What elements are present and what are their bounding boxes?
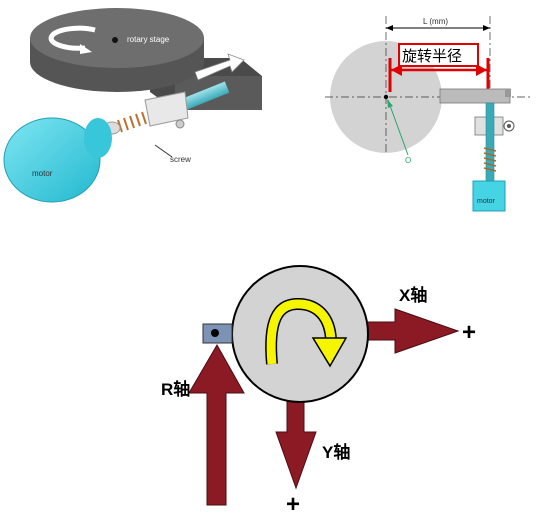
radius-schematic: L (mm) 旋转半径 O motor bbox=[325, 16, 530, 212]
screw-label: screw bbox=[170, 155, 191, 164]
center-dot bbox=[383, 94, 389, 100]
rotation-arrow-yellow-icon bbox=[266, 299, 336, 365]
origin-label: O bbox=[405, 156, 411, 165]
x-axis-label: X轴 bbox=[399, 285, 427, 305]
schematic-motor bbox=[472, 180, 506, 212]
motor-label: motor bbox=[32, 169, 53, 178]
dimension-label: L (mm) bbox=[423, 17, 448, 26]
radius-label: 旋转半径 bbox=[402, 47, 462, 65]
y-axis-arrow bbox=[275, 389, 317, 490]
y-axis-plus: + bbox=[286, 491, 300, 518]
motor-body bbox=[3, 117, 101, 203]
radius-label-box bbox=[398, 43, 479, 67]
axis-diagram: X轴 + Y轴 + R轴 bbox=[161, 265, 476, 518]
rotation-arrow-icon bbox=[48, 25, 96, 51]
x-axis-arrow bbox=[364, 308, 460, 354]
schematic-motor-label: motor bbox=[477, 198, 496, 205]
rotary-stage-illustration: rotary stage motor screw bbox=[3, 8, 262, 203]
r-axis-arrow bbox=[188, 343, 245, 506]
r-axis-label: R轴 bbox=[161, 379, 190, 399]
slide-arrow-icon bbox=[194, 53, 245, 81]
rotary-disk bbox=[231, 265, 369, 403]
stage-label: rotary stage bbox=[127, 35, 170, 44]
x-axis-plus: + bbox=[462, 319, 476, 346]
stage-center-dot bbox=[112, 37, 118, 43]
screw-thread bbox=[117, 109, 153, 133]
y-axis-label: Y轴 bbox=[322, 442, 350, 462]
r-axis-dot bbox=[211, 329, 219, 337]
